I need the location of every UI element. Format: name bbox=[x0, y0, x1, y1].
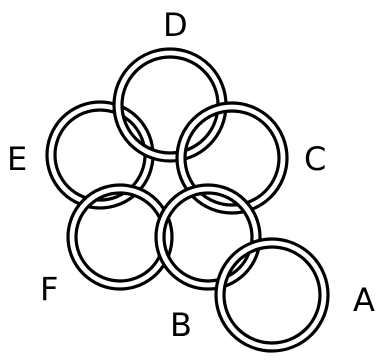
ring-a bbox=[216, 239, 328, 351]
ring-d-inner-edge bbox=[122, 57, 218, 153]
label-f: F bbox=[40, 270, 58, 308]
label-d: D bbox=[163, 6, 188, 44]
ring-a-outer-edge bbox=[216, 239, 328, 351]
label-c: C bbox=[304, 140, 326, 178]
ring-f-inner-edge bbox=[76, 193, 164, 281]
ring-d bbox=[114, 49, 226, 161]
ring-d-gap bbox=[118, 53, 222, 157]
ring-d-outer-edge bbox=[114, 49, 226, 161]
ring-a-gap bbox=[220, 243, 324, 347]
label-b: B bbox=[170, 306, 192, 344]
ring-a-inner-edge bbox=[224, 247, 320, 343]
label-e: E bbox=[7, 140, 27, 178]
label-a: A bbox=[353, 281, 375, 319]
